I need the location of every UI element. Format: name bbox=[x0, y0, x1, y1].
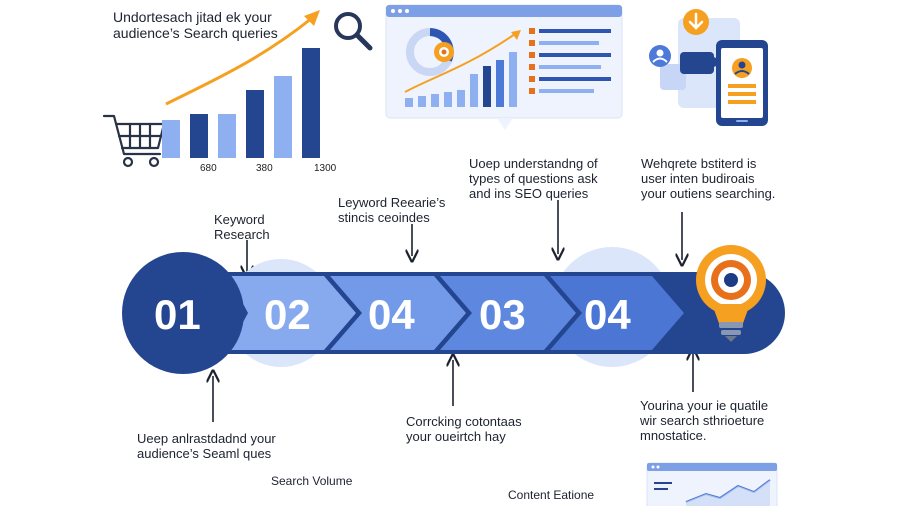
headline-text: Undortesach jitad ek your audience’s Sea… bbox=[113, 9, 278, 41]
search-queries-bar-chart: 680 380 1300 bbox=[102, 10, 337, 174]
step-number-2: 02 bbox=[264, 291, 311, 338]
chart-tick-label: 1300 bbox=[314, 163, 337, 174]
chart-tick-label: 380 bbox=[256, 163, 273, 174]
step-number-3: 04 bbox=[368, 291, 415, 338]
chart-bar bbox=[218, 114, 236, 158]
step-number-1: 01 bbox=[154, 291, 201, 338]
trend-arrow bbox=[165, 10, 320, 106]
mini-bar-chart bbox=[404, 30, 521, 107]
chevron-segment-5 bbox=[550, 276, 684, 350]
callout-structure: Yourina your ie quatile wir search sthri… bbox=[640, 398, 769, 443]
callout-keyword-research: Keyword Research bbox=[214, 212, 270, 242]
smartphone-icon bbox=[649, 9, 768, 126]
chart-bar bbox=[302, 48, 320, 158]
chart-bar bbox=[190, 114, 208, 158]
chart-bar bbox=[246, 90, 264, 158]
label-search-volume: Search Volume bbox=[271, 474, 353, 488]
callout-leyword: Leyword Reearie’s stincis ceoindes bbox=[338, 195, 446, 225]
step-number-4: 03 bbox=[479, 291, 526, 338]
donut-chart bbox=[406, 28, 454, 76]
chevron-segment-3 bbox=[330, 276, 466, 350]
step-circle-1 bbox=[122, 252, 244, 374]
list-lines bbox=[529, 28, 611, 94]
chevron-segment-2 bbox=[228, 276, 356, 350]
callout-audience: Ueep anlrastdadnd your audience’s Seaml … bbox=[137, 431, 276, 461]
chart-bar bbox=[274, 76, 292, 158]
step-number-5: 04 bbox=[584, 291, 631, 338]
magnifier-icon bbox=[334, 12, 373, 51]
mini-line-chart-card bbox=[646, 462, 778, 506]
chart-bar bbox=[162, 120, 180, 158]
analytics-dashboard-card bbox=[385, 4, 623, 130]
callout-intent: Wehqrete bstiterd is user inten budiroai… bbox=[641, 156, 776, 201]
shopping-cart-icon bbox=[102, 114, 166, 168]
chart-tick-label: 680 bbox=[200, 163, 217, 174]
chevron-segment-4 bbox=[440, 276, 576, 350]
callout-questions: Uoep understandng of types of questions … bbox=[469, 156, 598, 201]
label-content-eatione: Content Eatione bbox=[508, 488, 595, 502]
callout-content: Corrcking cotontaas your oueirtch hay bbox=[406, 414, 522, 444]
lightbulb-target-icon bbox=[696, 245, 766, 342]
